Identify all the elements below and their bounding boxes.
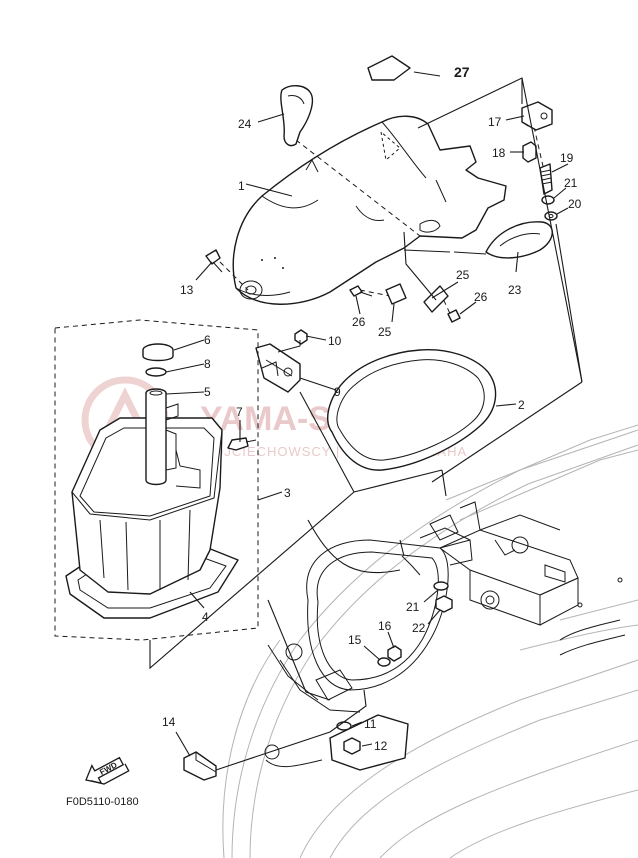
callout-22: 22 [412, 621, 426, 635]
callout-23: 23 [508, 283, 522, 297]
part-7-pin [227, 437, 257, 451]
callout-13: 13 [180, 283, 194, 297]
callout-25-upper: 25 [456, 268, 470, 282]
part-3-group-box [54, 319, 259, 641]
callout-5: 5 [204, 385, 211, 399]
part-23-grip [485, 221, 553, 259]
main-cover [232, 115, 507, 305]
leader-lines [149, 71, 583, 771]
callout-24: 24 [238, 117, 252, 131]
part-26-screw-a [349, 285, 373, 297]
callout-25-lower: 25 [378, 325, 392, 339]
part-3-storage-bin [71, 417, 223, 595]
callout-12: 12 [374, 739, 388, 753]
callout-26-left: 26 [352, 315, 366, 329]
rear-deck [429, 501, 626, 656]
part-14-handle [183, 751, 217, 781]
figure-code: F0D5110-0180 [66, 796, 139, 808]
callout-15: 15 [348, 633, 362, 647]
callout-14: 14 [162, 715, 176, 729]
callout-1: 1 [238, 179, 245, 193]
part-8-oring [145, 367, 167, 377]
callout-6: 6 [204, 333, 211, 347]
callout-20: 20 [568, 197, 582, 211]
callout-16: 16 [378, 619, 392, 633]
deck-opening [267, 527, 473, 713]
callout-9: 9 [334, 385, 341, 399]
part-27-label [367, 55, 411, 81]
callout-21-top: 21 [564, 176, 578, 190]
part-12-nut [343, 737, 361, 755]
callout-21-lower: 21 [406, 600, 420, 614]
callout-18: 18 [492, 146, 506, 160]
part-18-bolt [522, 141, 537, 163]
callout-3: 3 [284, 486, 291, 500]
callout-4: 4 [202, 610, 209, 624]
callout-8: 8 [204, 357, 211, 371]
part-5-tube [145, 388, 179, 486]
callout-27: 27 [454, 64, 470, 80]
part-24-pad [280, 85, 314, 147]
callout-26-right: 26 [474, 290, 488, 304]
part-15-washer [377, 657, 391, 667]
part-22-bolt [435, 595, 453, 613]
part-25-clip-b [423, 285, 449, 313]
part-26-screw-b [447, 309, 461, 323]
guide-line-24 [295, 139, 421, 237]
callout-19: 19 [560, 151, 574, 165]
part-2-seal [327, 349, 497, 471]
hull-outline [222, 424, 638, 858]
callout-7: 7 [236, 405, 243, 419]
callout-17: 17 [488, 115, 502, 129]
part-20-washer [544, 211, 558, 221]
callout-11: 11 [364, 717, 377, 731]
guide-line-13 [219, 261, 249, 291]
callout-10: 10 [328, 334, 342, 348]
part-16-nut [387, 645, 402, 662]
part-13-fastener [205, 249, 223, 273]
forward-direction-arrow: FWD [85, 756, 130, 785]
part-17-bracket [521, 101, 553, 131]
part-9-latch [255, 340, 301, 393]
part-21-washer-b [433, 581, 449, 591]
part-6-cap [142, 343, 174, 362]
part-25-clip-a [385, 283, 407, 305]
part-10-nut [294, 329, 308, 345]
callout-labels: 27 24 1 17 18 19 21 20 13 23 25 26 25 26… [162, 64, 582, 753]
part-21-washer [541, 195, 555, 205]
callout-2: 2 [518, 398, 525, 412]
